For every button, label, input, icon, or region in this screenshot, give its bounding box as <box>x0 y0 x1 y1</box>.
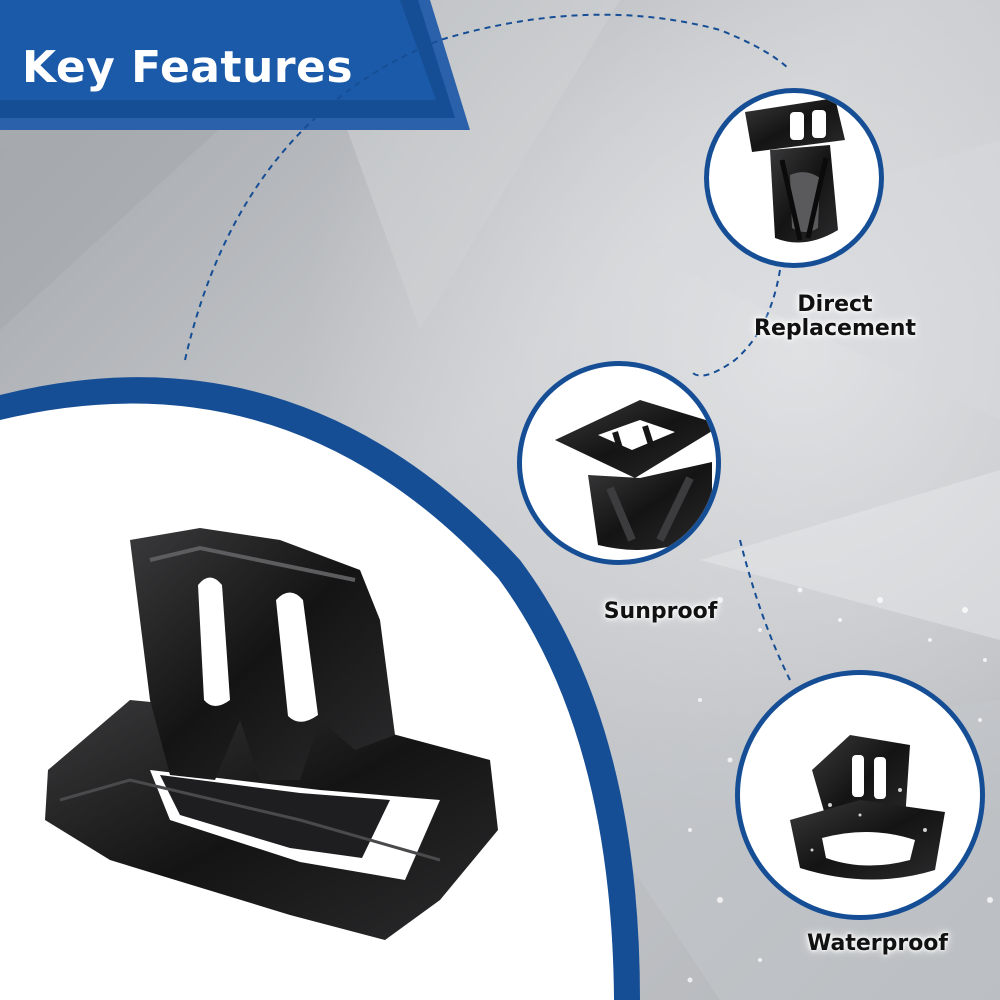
clip-fastener-wet-icon <box>790 735 945 880</box>
feature-circle-direct-replacement <box>704 88 884 268</box>
feature-label-waterproof: Waterproof <box>806 931 948 956</box>
dashed-connectors <box>184 13 791 681</box>
feature-label-direct-replacement: Direct Replacement <box>754 292 916 341</box>
clip-fastener-angled-view-icon <box>555 400 716 550</box>
page-title: Key Features <box>22 42 354 93</box>
clip-fastener-large-icon <box>45 528 498 940</box>
feature-label-sunproof: Sunproof <box>603 599 718 624</box>
clip-fastener-top-view-icon <box>745 98 845 243</box>
title-banner <box>0 0 470 130</box>
feature-circle-waterproof <box>735 670 985 920</box>
feature-circle-sunproof <box>517 361 721 565</box>
water-droplets <box>687 587 993 983</box>
